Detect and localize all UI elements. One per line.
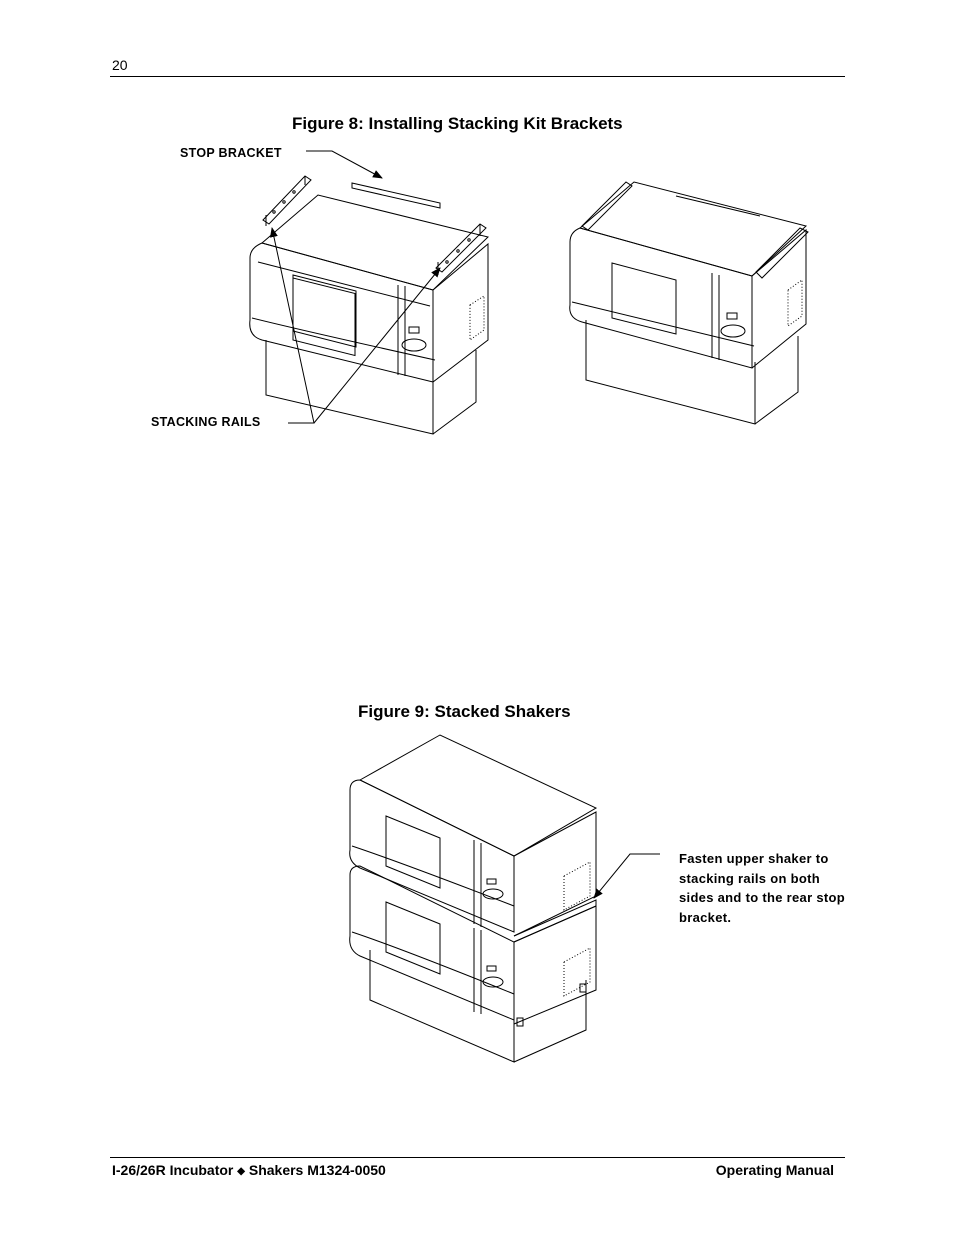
- stop-bracket-leader: [306, 150, 383, 179]
- footer-model: Shakers M1324-0050: [248, 1162, 386, 1178]
- page-number: 20: [112, 57, 128, 73]
- shaker-right-assembled: [569, 181, 809, 425]
- figure8-title: Figure 8: Installing Stacking Kit Bracke…: [292, 114, 623, 133]
- stop-bracket: [351, 182, 441, 209]
- footer-product: I-26/26R Incubator: [112, 1162, 234, 1178]
- stacked-shakers: [349, 734, 598, 1063]
- footer-right: Operating Manual: [715, 1162, 834, 1178]
- footer-left: I-26/26R Incubator ◆ Shakers M1324-0050: [112, 1162, 386, 1178]
- header-rule: [110, 76, 845, 77]
- fasten-leader: [593, 853, 660, 899]
- stop-bracket-label: STOP BRACKET: [180, 146, 282, 160]
- stacking-rail-left: [262, 175, 312, 226]
- stacking-rails-label: STACKING RAILS: [151, 415, 261, 429]
- shaker-left-exploded: [249, 194, 489, 435]
- fasten-note: Fasten upper shaker to stacking rails on…: [679, 851, 846, 925]
- footer-separator: ◆: [237, 1166, 245, 1177]
- footer-rule: [110, 1157, 845, 1158]
- figure9-title: Figure 9: Stacked Shakers: [358, 702, 571, 721]
- stacking-rail-leader-2: [313, 267, 441, 424]
